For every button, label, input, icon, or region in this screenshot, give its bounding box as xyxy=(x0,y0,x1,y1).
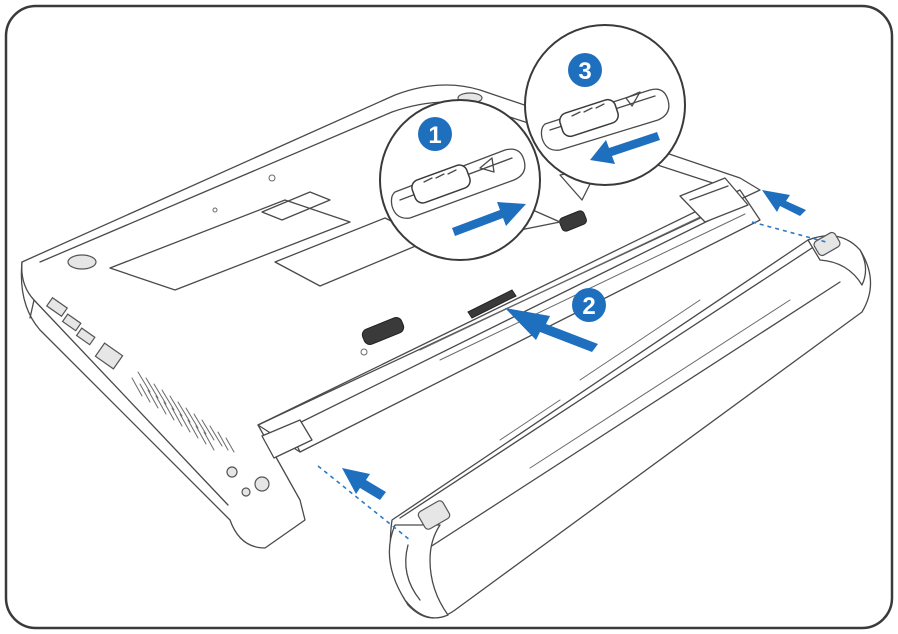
lock-slider-icon xyxy=(361,317,405,345)
callout-step-3: 3 xyxy=(524,24,686,201)
step-label-3: 3 xyxy=(578,58,591,85)
alignment-guide-left xyxy=(317,465,411,541)
battery-pack-icon xyxy=(388,231,872,619)
step-label-1: 1 xyxy=(428,122,441,149)
step-label-2: 2 xyxy=(582,293,595,320)
callout-step-2: 2 xyxy=(572,288,606,322)
push-arrow-icon xyxy=(342,190,806,500)
vent-grille xyxy=(131,371,235,453)
callout-step-1: 1 xyxy=(379,99,561,261)
laptop-underside xyxy=(20,84,761,549)
